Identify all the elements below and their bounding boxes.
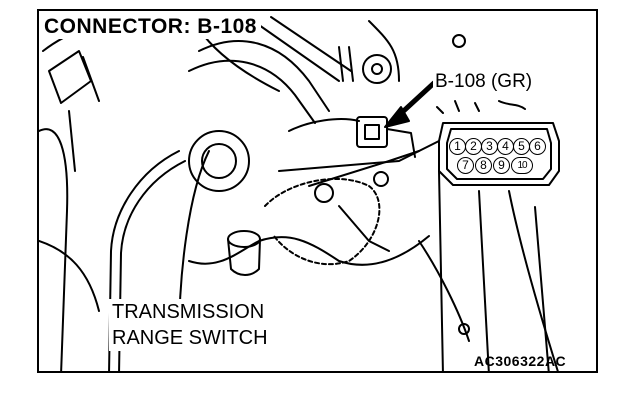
connector-pin: 5 [513,138,530,155]
component-label-line2: RANGE SWITCH [112,327,268,349]
diagram-frame: CONNECTOR: B-108 B-108 (GR) TRANSMISSION… [37,9,598,373]
figure-title: CONNECTOR: B-108 [43,15,261,39]
connector-pin: 9 [493,157,510,174]
figure-code: AC306322AC [474,353,567,369]
connector-pin: 4 [497,138,514,155]
connector-pin: 2 [465,138,482,155]
connector-pin: 3 [481,138,498,155]
connector-callout-label: B-108 (GR) [433,71,535,93]
connector-pin: 7 [457,157,474,174]
connector-pin: 10 [511,157,533,174]
connector-pin: 8 [475,157,492,174]
component-callout-label: TRANSMISSION RANGE SWITCH [109,299,271,351]
connector-pin: 1 [449,138,466,155]
connector-pin: 6 [529,138,546,155]
component-label-line1: TRANSMISSION [112,301,265,323]
